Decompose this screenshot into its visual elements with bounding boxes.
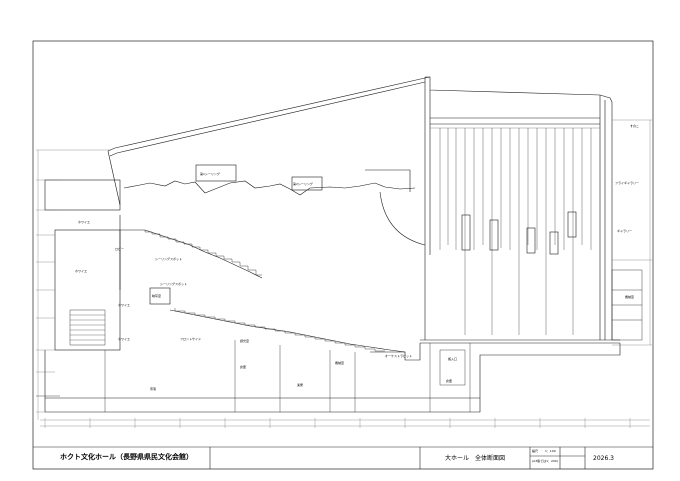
- acoustic-ceiling: [123, 180, 416, 196]
- label-storage: 倉庫: [240, 365, 247, 369]
- label-orchestra-pit: オーケストラピット: [385, 354, 413, 358]
- grid-dimension-bottom: [40, 418, 650, 428]
- scale-label: 縮尺: [532, 449, 539, 453]
- roof-line-inner: [109, 81, 426, 157]
- label-ceiling-1: 第1シーリング: [200, 172, 220, 176]
- stair-block: [69, 309, 106, 346]
- level-dimension-right: [612, 119, 652, 346]
- batten-pipes: [461, 211, 577, 255]
- label-lobby-mid: ホワイエ: [75, 269, 87, 273]
- front-wall: [107, 150, 121, 206]
- label-fly-gallery: フライギャラリー: [615, 181, 640, 185]
- upper-balcony-steps: [144, 230, 262, 276]
- project-title: ホクト文化ホール（長野県県民文化会館）: [60, 453, 193, 461]
- drawing-date: 2026.3: [593, 455, 614, 462]
- main-stalls-steps: [174, 308, 385, 352]
- level-dimension-left: [36, 149, 110, 420]
- label-corridor: ロビー: [115, 247, 125, 251]
- label-control-room: 調光室: [240, 339, 250, 343]
- orchestra-pit: [370, 343, 421, 361]
- label-rear-gallery: ギャラリー: [617, 229, 633, 233]
- label-machine-room: 機械室: [335, 361, 345, 365]
- drawing-title: 大ホール 全体断面図: [445, 455, 506, 462]
- label-ceiling-2: 第2シーリング: [293, 182, 313, 186]
- label-side-room: フロントサイド: [180, 337, 202, 341]
- stage-lift: [439, 349, 466, 386]
- paper-note: (A3版では1：200): [532, 459, 558, 463]
- label-balcony-1: シーリングスポット: [155, 257, 183, 261]
- lighting-bridge-2: [291, 176, 323, 191]
- lighting-bridge-1: [195, 164, 237, 182]
- booth-box: [149, 287, 171, 305]
- label-balcony-2: シーリングスポット: [160, 282, 188, 286]
- main-stalls: [169, 309, 406, 353]
- scale-value: 1：100: [545, 449, 556, 453]
- front-block-top: [44, 179, 121, 211]
- label-stage-room-1: 搬入口: [448, 357, 458, 361]
- ceiling-catwalk: [365, 169, 411, 192]
- label-stage-room-2: 倉庫: [446, 379, 453, 383]
- label-basement: 奈落: [150, 387, 157, 391]
- front-block: [54, 229, 121, 351]
- label-lobby-ground: ホワイエ: [118, 337, 130, 341]
- fly-battens: [439, 128, 592, 335]
- label-stage-store: 楽屋: [297, 383, 304, 387]
- building-section: [36, 76, 643, 413]
- drawing-border: [32, 40, 654, 470]
- label-lobby-upper: ホワイエ: [78, 220, 90, 224]
- upper-balcony: [119, 215, 263, 279]
- label-loading: 機械室: [625, 295, 635, 299]
- fly-tower: [425, 76, 613, 340]
- label-lobby-lower: ホワイエ: [118, 303, 130, 307]
- label-booth: 映写室: [152, 294, 162, 298]
- proscenium-arch: [379, 191, 426, 246]
- label-grid: すのこ: [630, 124, 640, 128]
- basement: [44, 343, 621, 413]
- title-block-frame: [33, 446, 653, 469]
- roof-line: [107, 76, 431, 152]
